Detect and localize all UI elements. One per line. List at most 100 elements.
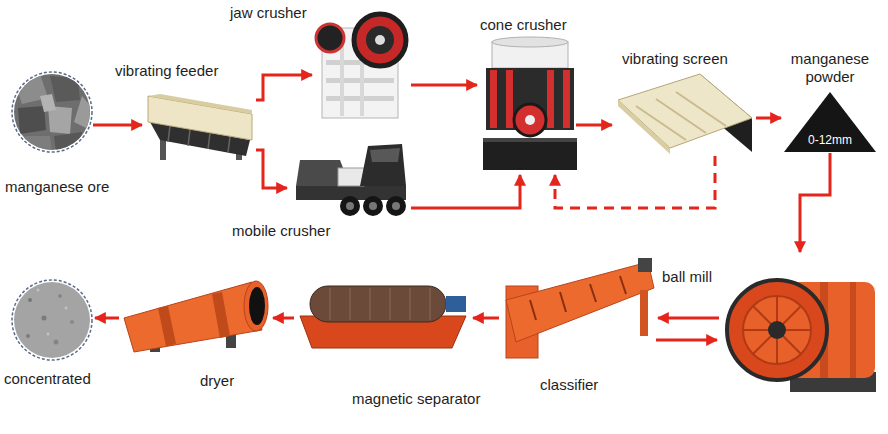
mobile-crusher-picture	[392, 202, 400, 210]
cone-crusher-picture	[490, 70, 497, 128]
classifier-picture	[530, 300, 536, 320]
machine-node: cone crusher	[480, 38, 575, 172]
machine-label: mobile crusher	[232, 222, 330, 240]
cone-crusher-picture	[514, 104, 546, 136]
cone-crusher-picture	[563, 70, 570, 128]
machine-node: vibrating feeder	[145, 92, 255, 160]
machine-node: dryer	[120, 280, 270, 355]
cone-crusher-picture	[483, 138, 577, 170]
flow-arrow	[656, 339, 717, 342]
flow-arrow	[411, 84, 477, 87]
ball-mill-picture	[753, 306, 801, 354]
cone-crusher-picture	[483, 138, 577, 142]
concentrate-picture	[12, 280, 92, 360]
ball-mill-picture	[727, 280, 876, 392]
vibrating-screen-picture	[636, 106, 686, 140]
dryer-picture	[124, 281, 268, 352]
ore-picture	[50, 76, 80, 102]
jaw-crusher-picture	[340, 40, 344, 116]
concentrate-picture	[37, 289, 40, 292]
mobile-crusher-picture	[338, 168, 364, 186]
jaw-crusher-picture	[375, 35, 385, 45]
flow-arrow	[658, 317, 719, 320]
machine-label: dryer	[200, 372, 234, 390]
mobile-crusher-picture	[363, 196, 383, 216]
machine-label: vibrating feeder	[115, 62, 218, 80]
mobile-crusher-picture	[296, 144, 406, 216]
flow-arrow	[576, 124, 612, 127]
concentrate-picture	[58, 294, 62, 298]
dryer-picture	[124, 282, 262, 352]
dryer-picture	[158, 306, 176, 346]
classifier-picture	[640, 290, 648, 336]
vibrating-feeder-picture	[148, 94, 252, 114]
concentrate-picture	[70, 320, 74, 324]
dryer-picture	[244, 281, 268, 331]
machine-node: classifier	[500, 255, 655, 360]
machine-label: manganese ore	[5, 178, 109, 196]
concentrate-picture	[42, 316, 47, 321]
flow-arrow	[756, 117, 781, 120]
mobile-crusher-picture	[370, 148, 400, 162]
jaw-crusher-picture	[366, 26, 394, 54]
mobile-crusher-picture	[369, 202, 377, 210]
jaw-crusher-picture	[354, 14, 406, 66]
machine-node: concentrated	[12, 280, 92, 360]
machine-node: jaw crusher	[315, 12, 410, 120]
flow-arrow	[273, 317, 294, 320]
machine-label: manganese powder	[780, 50, 880, 86]
vibrating-feeder-picture	[188, 130, 190, 146]
machine-label: concentrated	[4, 370, 91, 388]
magnetic-separator-picture	[370, 288, 371, 320]
concentrate-picture	[65, 307, 68, 310]
dryer-picture	[212, 292, 230, 338]
machine-node: manganese ore	[12, 72, 92, 152]
vibrating-screen-picture	[656, 99, 706, 133]
ore-picture	[18, 106, 46, 134]
vibrating-feeder-picture	[228, 137, 230, 152]
ball-mill-picture	[850, 282, 856, 378]
magnetic-separator-picture	[300, 286, 466, 348]
ore-picture	[12, 72, 94, 152]
vibrating-screen-picture	[676, 92, 726, 126]
concentrate-picture	[12, 280, 92, 360]
powder-triangle	[784, 92, 876, 152]
ball-mill-picture	[768, 321, 786, 339]
flow-arrow	[256, 150, 287, 188]
ore-picture	[74, 96, 94, 130]
ball-mill-picture	[727, 280, 827, 380]
mobile-crusher-picture	[346, 202, 354, 210]
classifier-picture	[506, 258, 654, 358]
magnetic-separator-picture	[430, 288, 431, 320]
flow-arrow	[95, 317, 119, 320]
cone-crusher-picture	[525, 115, 535, 125]
ore-picture	[12, 72, 94, 152]
classifier-picture	[620, 276, 626, 294]
mobile-crusher-picture	[340, 196, 360, 216]
concentrate-picture	[12, 280, 92, 360]
machine-node: manganese powder0-12mm	[784, 92, 876, 152]
size-label: 0-12mm	[784, 133, 876, 148]
ore-picture	[12, 72, 92, 152]
vibrating-feeder-picture	[160, 138, 166, 160]
mobile-crusher-picture	[360, 144, 406, 186]
dryer-picture	[249, 287, 265, 325]
concentrate-picture	[26, 334, 30, 338]
machine-label: jaw crusher	[230, 4, 307, 22]
magnetic-separator-picture	[410, 288, 411, 320]
magnetic-separator-picture	[310, 286, 446, 322]
magnetic-separator-picture	[446, 296, 466, 312]
vibrating-screen-picture	[618, 74, 752, 154]
machine-label: magnetic separator	[352, 390, 480, 408]
mobile-crusher-picture	[386, 196, 406, 216]
machine-label: cone crusher	[480, 16, 567, 34]
magnetic-separator-picture	[330, 288, 331, 320]
machine-label: ball mill	[662, 268, 712, 286]
machine-node: magnetic separator	[295, 282, 470, 350]
cone-crusher-picture	[547, 70, 554, 128]
cone-crusher-picture	[486, 68, 574, 130]
jaw-crusher-picture	[316, 24, 344, 52]
vibrating-feeder-picture	[168, 126, 170, 142]
concentrate-picture	[54, 340, 59, 345]
